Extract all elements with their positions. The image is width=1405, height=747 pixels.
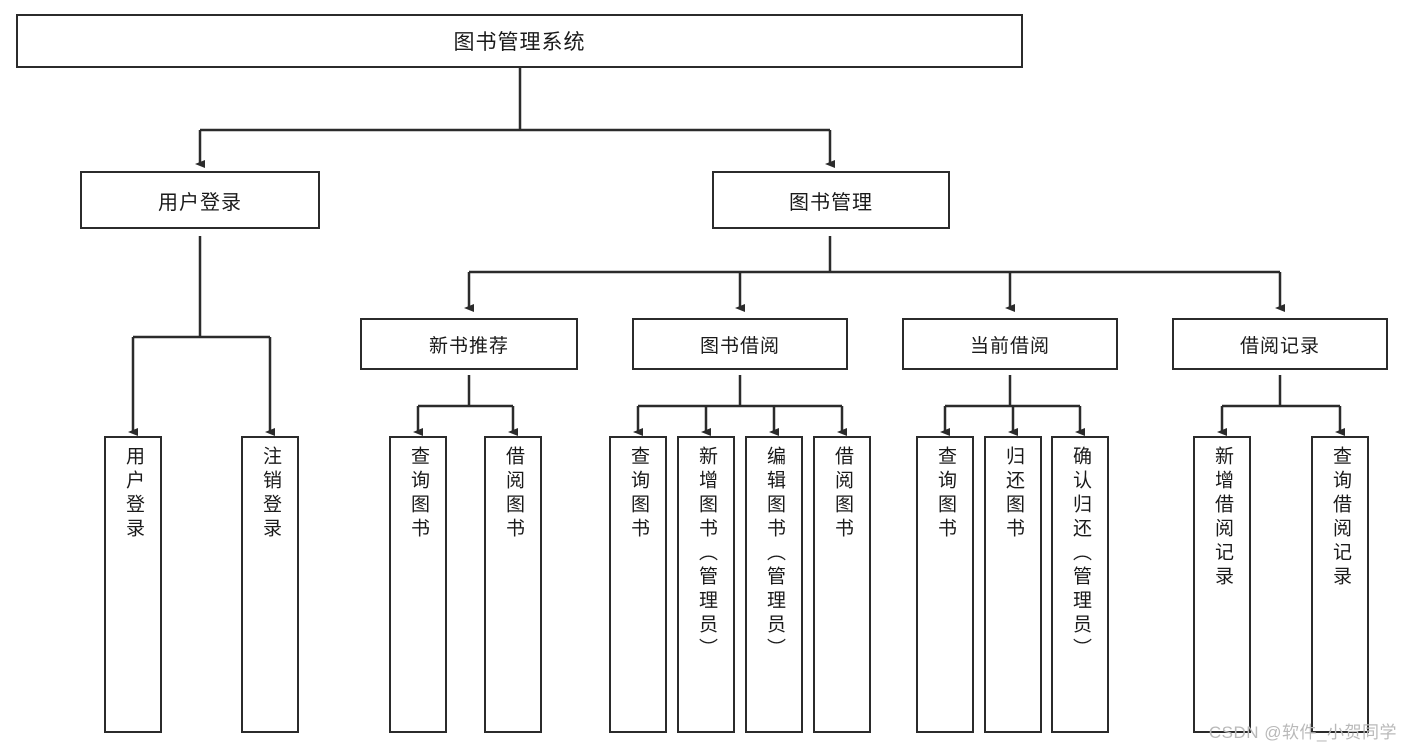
- leaf-query-book-3-label: 查询图书: [934, 446, 956, 542]
- leaf-query-book-1[interactable]: 查询图书: [389, 436, 447, 733]
- leaf-query-book-2[interactable]: 查询图书: [609, 436, 667, 733]
- leaf-add-record-label: 新增借阅记录: [1211, 446, 1233, 590]
- watermark-text: CSDN @软件_小贺同学: [1208, 723, 1397, 742]
- node-book-manage-label: 图书管理: [789, 191, 873, 214]
- leaf-borrow-book-1[interactable]: 借阅图书: [484, 436, 542, 733]
- node-new-book-recommend[interactable]: 新书推荐: [360, 318, 578, 370]
- leaf-borrow-book-1-label: 借阅图书: [502, 446, 524, 542]
- node-user-login[interactable]: 用户登录: [80, 171, 320, 229]
- leaf-confirm-return-label: 确认归还（管理员）: [1069, 446, 1091, 662]
- leaf-return-book-label: 归还图书: [1002, 446, 1024, 542]
- node-root[interactable]: 图书管理系统: [16, 14, 1023, 68]
- leaf-query-record[interactable]: 查询借阅记录: [1311, 436, 1369, 733]
- node-current-borrow-label: 当前借阅: [969, 335, 1050, 357]
- leaf-return-book[interactable]: 归还图书: [984, 436, 1042, 733]
- leaf-add-book-label: 新增图书（管理员）: [695, 446, 717, 662]
- leaf-borrow-book-2[interactable]: 借阅图书: [813, 436, 871, 733]
- node-borrow-record[interactable]: 借阅记录: [1172, 318, 1388, 370]
- leaf-user-login-label: 用户登录: [122, 446, 144, 542]
- leaf-edit-book-label: 编辑图书（管理员）: [763, 446, 785, 662]
- leaf-query-book-3[interactable]: 查询图书: [916, 436, 974, 733]
- node-book-manage[interactable]: 图书管理: [712, 171, 950, 229]
- leaf-user-logout[interactable]: 注销登录: [241, 436, 299, 733]
- node-current-borrow[interactable]: 当前借阅: [902, 318, 1118, 370]
- leaf-borrow-book-2-label: 借阅图书: [831, 446, 853, 542]
- node-book-borrow[interactable]: 图书借阅: [632, 318, 848, 370]
- node-root-label: 图书管理系统: [453, 31, 586, 54]
- leaf-user-logout-label: 注销登录: [259, 446, 281, 542]
- node-book-borrow-label: 图书借阅: [699, 335, 780, 357]
- leaf-user-login[interactable]: 用户登录: [104, 436, 162, 733]
- node-borrow-record-label: 借阅记录: [1239, 335, 1320, 357]
- node-new-book-recommend-label: 新书推荐: [428, 335, 509, 357]
- leaf-add-book[interactable]: 新增图书（管理员）: [677, 436, 735, 733]
- node-user-login-label: 用户登录: [158, 191, 242, 214]
- leaf-query-book-2-label: 查询图书: [627, 446, 649, 542]
- leaf-edit-book[interactable]: 编辑图书（管理员）: [745, 436, 803, 733]
- leaf-confirm-return[interactable]: 确认归还（管理员）: [1051, 436, 1109, 733]
- leaf-query-record-label: 查询借阅记录: [1329, 446, 1351, 590]
- leaf-add-record[interactable]: 新增借阅记录: [1193, 436, 1251, 733]
- leaf-query-book-1-label: 查询图书: [407, 446, 429, 542]
